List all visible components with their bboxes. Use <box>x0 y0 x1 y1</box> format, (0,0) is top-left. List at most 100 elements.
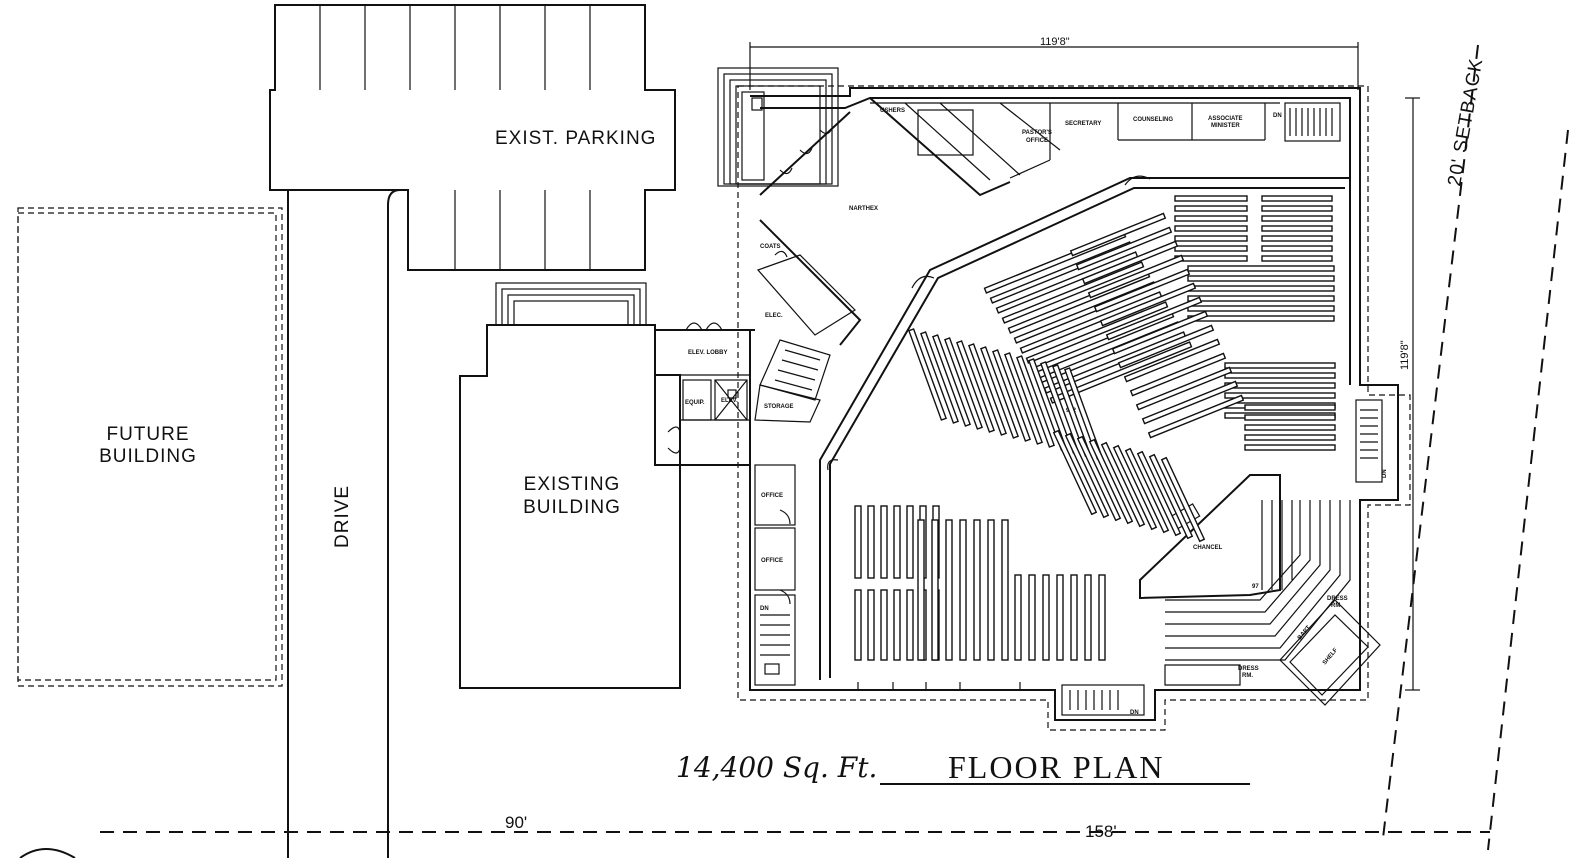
elev-lobby-label: ELEV. LOBBY <box>688 350 727 356</box>
pew <box>906 505 914 579</box>
counseling-label: COUNSELING <box>1133 117 1173 123</box>
dimensions: 119'8" 119'8" 20' SETBACK 90' 158' <box>19 36 1569 858</box>
pew <box>1014 574 1022 661</box>
elev-label: ELEV. <box>721 398 738 404</box>
storage-label: STORAGE <box>764 404 794 410</box>
pew <box>1174 245 1248 252</box>
pew <box>1098 574 1106 661</box>
pew <box>1261 235 1333 242</box>
bapt-label: BAPT. <box>1297 624 1313 641</box>
pew <box>1174 225 1248 232</box>
associate-minister-label-2: MINISTER <box>1211 123 1240 129</box>
pew <box>1135 366 1233 411</box>
pew <box>1123 338 1221 383</box>
pew <box>1261 195 1333 202</box>
elec-label: ELEC. <box>765 313 783 319</box>
pew <box>1001 261 1145 324</box>
pew <box>995 251 1139 314</box>
future-building-label-2: BUILDING <box>99 446 197 467</box>
equip-label: EQUIP. <box>685 400 705 406</box>
exist-parking-label: EXIST. PARKING <box>495 128 656 149</box>
pew <box>1105 296 1203 341</box>
pew <box>1076 435 1122 522</box>
ushers-label: USHERS <box>880 108 905 114</box>
pew <box>1224 372 1336 379</box>
pew <box>944 337 983 430</box>
pew <box>1261 215 1333 222</box>
pew <box>1261 205 1333 212</box>
pew <box>1174 215 1248 222</box>
shelf-label: SHELF <box>1322 647 1339 666</box>
existing-parking: EXIST. PARKING <box>269 4 676 271</box>
existing-building-label-2: BUILDING <box>523 497 621 518</box>
pew <box>1244 404 1336 411</box>
existing-building: EXISTING BUILDING <box>459 282 681 689</box>
pew <box>893 505 901 579</box>
pew <box>1088 438 1134 525</box>
dress-rm-1-label-1: DRESS <box>1327 596 1348 602</box>
dress-rm-1-label-2: RM. <box>1331 603 1342 609</box>
pew <box>1019 291 1163 354</box>
pastors-office-label-1: PASTOR'S <box>1022 130 1052 136</box>
pew <box>1087 254 1185 299</box>
pew <box>1042 574 1050 661</box>
pew <box>1004 352 1043 445</box>
pew <box>1100 441 1146 528</box>
pew <box>1129 352 1227 397</box>
pew <box>920 331 959 424</box>
pew <box>1148 453 1194 540</box>
pew <box>1049 341 1193 404</box>
pew-rows <box>854 195 1336 661</box>
pew <box>1124 447 1170 534</box>
dn-4-label: DN <box>1382 469 1388 478</box>
dim-90-label: 90' <box>505 813 527 832</box>
pew <box>1224 382 1336 389</box>
pew <box>867 589 875 661</box>
connector: ELEV. LOBBY EQUIP. ELEV. STORAGE <box>655 329 794 466</box>
chancel-label: CHANCEL <box>1193 545 1223 551</box>
pew <box>1224 392 1336 399</box>
dim-158-label: 158' <box>1085 822 1117 841</box>
drive-label: DRIVE <box>332 485 353 548</box>
pew <box>867 505 875 579</box>
pew <box>854 505 862 579</box>
associate-minister-label-1: ASSOCIATE <box>1208 116 1243 122</box>
pew <box>1069 212 1167 257</box>
pew <box>1117 324 1215 369</box>
pew <box>1187 295 1335 302</box>
pew <box>1160 456 1206 543</box>
future-building-label-1: FUTURE <box>106 424 189 445</box>
pew <box>956 340 995 433</box>
pew <box>1174 255 1248 262</box>
pew <box>1028 574 1036 661</box>
pew <box>973 519 981 661</box>
pew <box>1174 205 1248 212</box>
pew <box>1064 432 1110 519</box>
pew <box>945 519 953 661</box>
pew <box>1111 310 1209 355</box>
pew <box>1147 394 1245 439</box>
pew <box>1244 434 1336 441</box>
pew <box>1056 574 1064 661</box>
pew <box>1136 450 1182 537</box>
pew <box>1141 380 1239 425</box>
pew <box>1224 362 1336 369</box>
pew <box>906 589 914 661</box>
pew <box>1075 226 1173 271</box>
pew <box>893 589 901 661</box>
dress-rm-2-label-2: RM. <box>1242 673 1253 679</box>
narthex-label: NARTHEX <box>849 206 878 212</box>
coats-label: COATS <box>760 244 781 250</box>
pew <box>1261 225 1333 232</box>
pastors-office-label-2: OFFICE <box>1026 138 1048 144</box>
pew <box>908 328 947 421</box>
pew <box>931 519 939 661</box>
pew <box>880 505 888 579</box>
pew <box>987 519 995 661</box>
pew <box>854 589 862 661</box>
pew <box>1081 240 1179 285</box>
pew <box>1187 315 1335 322</box>
floor-plan-title: FLOOR PLAN <box>948 749 1164 785</box>
pew <box>980 346 1019 439</box>
dn-2-label: DN <box>760 606 769 612</box>
